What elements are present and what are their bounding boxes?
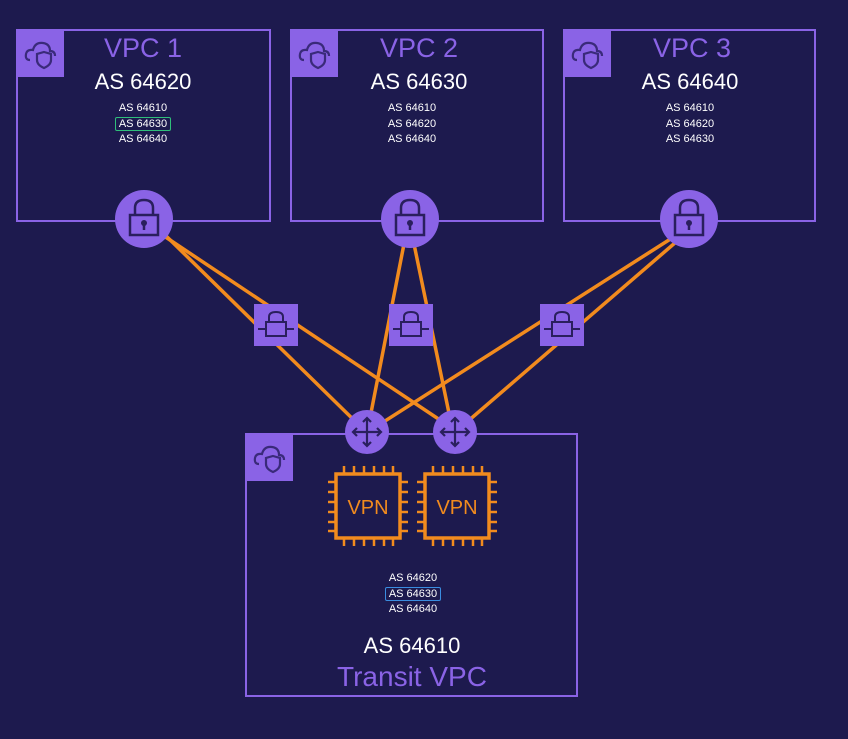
vpc-title: VPC 2 [379,33,459,63]
link-vpc1-router-right [162,234,454,430]
route-item-highlighted: AS 64630 [363,586,463,603]
vpc-title: VPC 3 [652,33,732,63]
vpc-as-number: AS 64620 [94,69,192,94]
route-item: AS 64620 [387,117,437,130]
route-item: AS 64620 [388,572,438,584]
transit-vpc-title: Transit VPC [337,661,487,692]
route-item: AS 64610 [118,102,168,114]
route-item: AS 64640 [388,603,438,615]
cloud-shield-icon [565,31,611,77]
cloud-shield-icon [292,31,338,77]
vpc-title: VPC 1 [103,33,183,63]
cloud-shield-icon [247,435,293,481]
transit-vpc-box: AS 64620 AS 64630 AS 64640 AS 64610 Tran… [245,433,578,697]
route-list: AS 64620 AS 64630 AS 64640 [363,571,463,618]
route-item: AS 64620 [665,117,715,130]
route-item: AS 64630 [665,133,715,145]
link-vpc3-router-right [458,240,678,430]
route-list: AS 64610 AS 64620 AS 64630 [640,101,740,148]
vpc-2-box: VPC 2 AS 64630 AS 64610 AS 64620 AS 6464… [290,29,544,222]
link-vpc3-router-left [372,236,674,430]
route-item: AS 64640 [387,133,437,145]
route-item: AS 64610 [665,102,715,114]
transit-as-number: AS 64610 [363,633,461,658]
route-item-highlighted: AS 64630 [93,116,193,133]
route-list: AS 64610 AS 64630 AS 64640 [93,101,193,148]
cloud-shield-icon [18,31,64,77]
link-vpc2-router-left [368,242,406,420]
route-item: AS 64610 [387,102,437,114]
link-vpc1-router-left [158,228,364,430]
vpc-3-box: VPC 3 AS 64640 AS 64610 AS 64620 AS 6463… [563,29,816,222]
vpc-as-number: AS 64640 [641,69,739,94]
vpc-1-box: VPC 1 AS 64620 AS 64610 AS 64630 AS 6464… [16,29,271,222]
route-list: AS 64610 AS 64620 AS 64640 [362,101,462,148]
vpc-as-number: AS 64630 [370,69,468,94]
route-item: AS 64640 [118,133,168,145]
